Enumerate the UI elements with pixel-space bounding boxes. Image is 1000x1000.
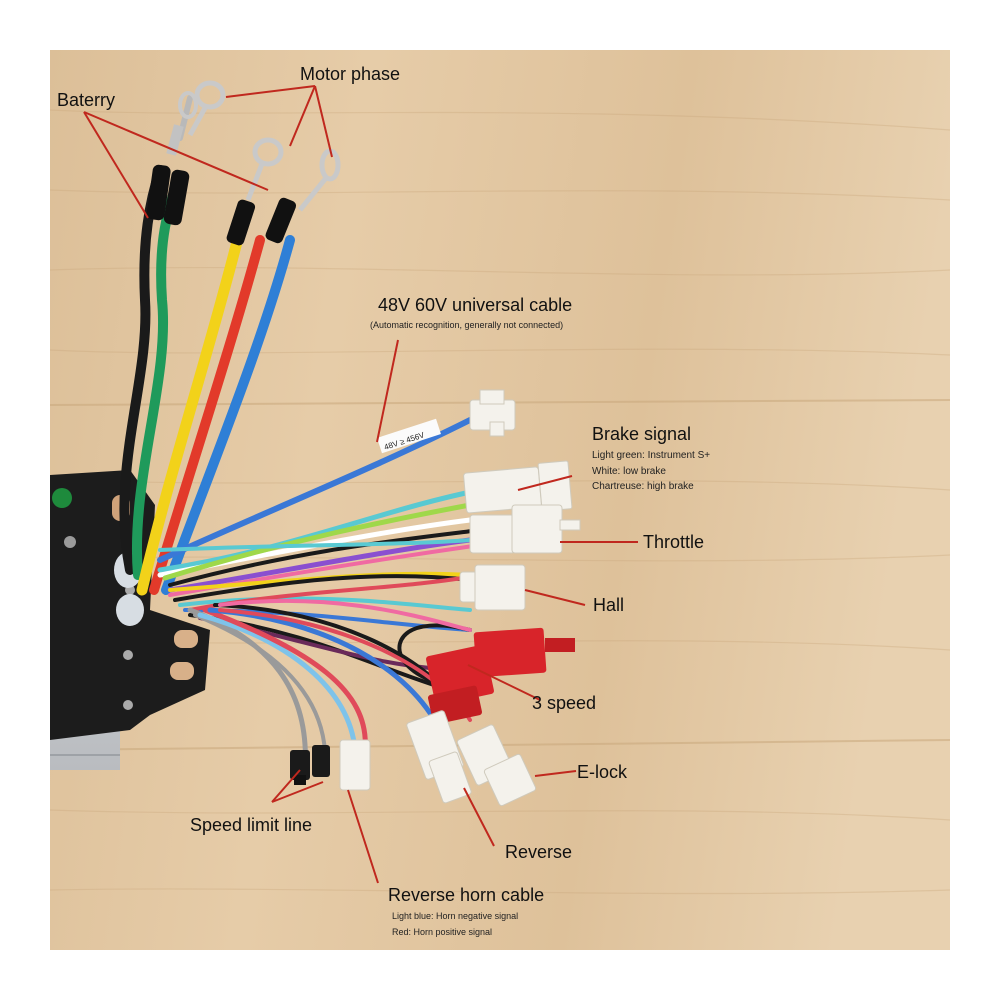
brake-signal-label: Brake signal — [592, 424, 692, 444]
reverse-horn-connector — [339, 739, 371, 791]
elock-label: E-lock — [577, 762, 628, 782]
throttle-connector — [469, 504, 581, 554]
speed-limit-label: Speed limit line — [190, 815, 313, 835]
three-speed-label: 3 speed — [532, 693, 597, 713]
brake-note-3: Chartreuse: high brake — [592, 481, 694, 492]
universal-cable-note: (Automatic recognition, generally not co… — [370, 320, 564, 330]
motor-phase-wires — [136, 197, 297, 596]
battery-label: Baterry — [57, 90, 116, 110]
brake-note-1: Light green: Instrument S+ — [592, 450, 711, 461]
reverse-horn-label: Reverse horn cable — [388, 885, 545, 905]
throttle-label: Throttle — [643, 532, 705, 552]
motor-phase-label: Motor phase — [300, 64, 401, 84]
universal-cable-label: 48V 60V universal cable — [378, 295, 573, 315]
reverse-label: Reverse — [505, 842, 573, 862]
horn-note-2: Red: Horn positive signal — [392, 927, 493, 937]
elock-connector — [456, 724, 537, 807]
reverse-connector — [406, 710, 472, 804]
brake-note-2: White: low brake — [592, 466, 666, 477]
hall-label: Hall — [593, 595, 625, 615]
horn-note-1: Light blue: Horn negative signal — [392, 911, 519, 921]
controller-wiring-photo: 48V ≥ 456V — [50, 50, 950, 950]
hall-connector — [459, 564, 526, 611]
